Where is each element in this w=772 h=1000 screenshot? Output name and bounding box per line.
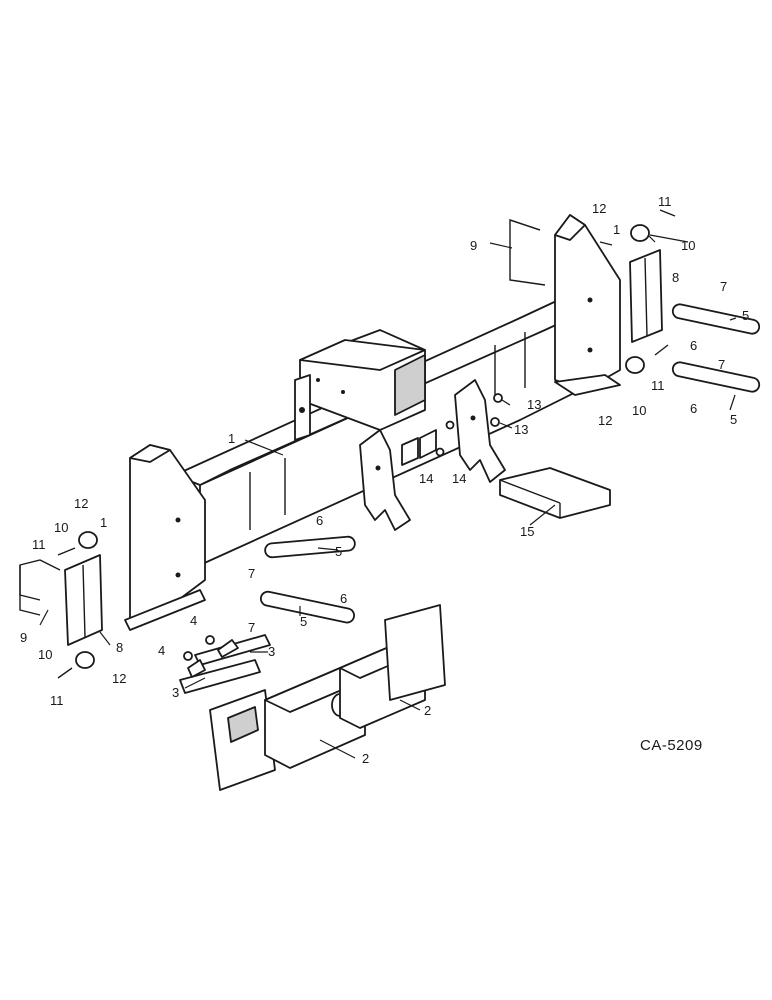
callout-9: 9	[20, 630, 27, 645]
callout-10: 10	[632, 403, 646, 418]
callout-13: 13	[514, 422, 528, 437]
strap-left-lower	[259, 590, 356, 624]
callout-12: 12	[598, 413, 612, 428]
callout-10: 10	[54, 520, 68, 535]
u-bolt-left	[19, 559, 61, 616]
bolt-13-b	[490, 417, 500, 427]
drawing-code: CA-5209	[640, 737, 703, 754]
callout-7: 7	[248, 620, 255, 635]
hitch-bracket-left	[359, 429, 411, 531]
callout-12: 12	[592, 201, 606, 216]
spacer-left-lower	[75, 651, 95, 669]
bolt-13-a	[493, 393, 503, 403]
callout-1: 1	[613, 222, 620, 237]
retainer-pin-b	[183, 651, 193, 661]
pin-11-b	[57, 667, 73, 679]
pin-lower	[179, 659, 261, 694]
callout-11: 11	[50, 693, 64, 708]
callout-4: 4	[190, 613, 197, 628]
callout-5: 5	[742, 308, 749, 323]
clamp-plate-right	[629, 249, 663, 343]
callout-2: 2	[362, 751, 369, 766]
u-bolt-right	[509, 219, 546, 286]
callout-3: 3	[268, 644, 275, 659]
callout-6: 6	[690, 401, 697, 416]
callout-10: 10	[681, 238, 695, 253]
main-frame-tube	[174, 289, 611, 566]
callout-10: 10	[38, 647, 52, 662]
callout-15: 15	[520, 524, 534, 539]
clip-14-a	[435, 447, 445, 457]
callout-14: 14	[452, 471, 466, 486]
extension-tube-upper	[339, 604, 446, 729]
callout-14: 14	[419, 471, 433, 486]
callout-8: 8	[672, 270, 679, 285]
callout-1: 1	[228, 431, 235, 446]
pin-11-a	[57, 547, 76, 556]
callout-5: 5	[335, 544, 342, 559]
strap-left-upper	[264, 535, 356, 559]
callout-5: 5	[300, 614, 307, 629]
pin-11-d	[654, 344, 669, 356]
wear-bar	[499, 467, 611, 519]
spacer-right-lower	[625, 356, 645, 374]
callout-6: 6	[340, 591, 347, 606]
left-end-plate	[124, 444, 206, 631]
right-end-plate	[554, 214, 621, 396]
clamp-plate-left	[64, 554, 103, 646]
callout-11: 11	[32, 537, 46, 552]
callout-7: 7	[248, 566, 255, 581]
callout-1: 1	[100, 515, 107, 530]
hitch-clip-pieces	[401, 429, 437, 466]
callout-6: 6	[316, 513, 323, 528]
callout-7: 7	[718, 357, 725, 372]
callout-4: 4	[158, 643, 165, 658]
spacer-left-upper	[78, 531, 98, 549]
callout-5: 5	[730, 412, 737, 427]
callout-12: 12	[74, 496, 88, 511]
clip-14-b	[445, 420, 455, 430]
callout-11: 11	[651, 378, 665, 393]
spacer-right-upper	[630, 224, 650, 242]
hitch-bracket-right	[454, 379, 506, 483]
callout-7: 7	[720, 279, 727, 294]
strap-right-lower	[671, 361, 761, 393]
pin-11-c	[659, 209, 676, 217]
callout-labels: 1 1 1 2 2 3 3 4 4 5 5 5 5 6 6 6 6 7 7 7 …	[20, 194, 749, 766]
callout-8: 8	[116, 640, 123, 655]
strap-right-upper	[671, 303, 761, 335]
callout-11: 11	[658, 194, 672, 209]
leader-lines	[39, 234, 737, 759]
callout-2: 2	[424, 703, 431, 718]
callout-13: 13	[527, 397, 541, 412]
retainer-pin-a	[205, 635, 215, 645]
callout-3: 3	[172, 685, 179, 700]
callout-6: 6	[690, 338, 697, 353]
callout-9: 9	[470, 238, 477, 253]
callout-12: 12	[112, 671, 126, 686]
